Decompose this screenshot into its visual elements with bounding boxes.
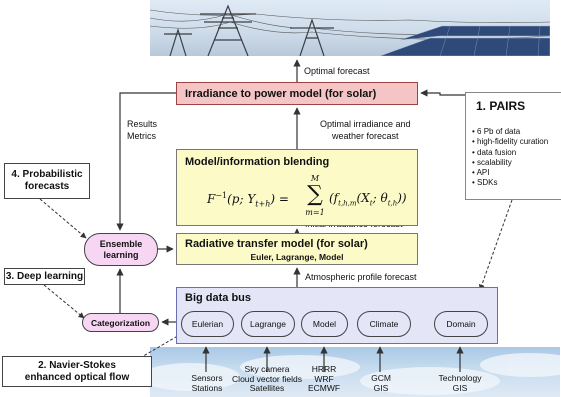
list-item: data fusion xyxy=(472,148,548,158)
probabilistic-callout-arrow xyxy=(39,198,87,239)
list-item: 6 Pb of data xyxy=(472,127,548,137)
results-loop-arrow xyxy=(116,92,176,231)
blending-formula: F−1(p; Yt+h) = M ∑ m=1 (ft,h,m(Xt; θt,h)… xyxy=(207,174,407,217)
model-blending-title: Model/information blending xyxy=(185,156,330,168)
bus-pill-eulerian: Eulerian xyxy=(181,311,234,337)
irradiance-to-power-box: Irradiance to power model (for solar) xyxy=(176,82,418,105)
deep-learning-callout: 3. Deep learning xyxy=(4,268,85,285)
model-blending-box: Model/information blending F−1(p; Yt+h) … xyxy=(176,149,418,226)
list-item: high-fidelity curation xyxy=(472,137,548,147)
optimal-forecast-label: Optimal forecast xyxy=(304,66,370,76)
bus-pill-model: Model xyxy=(301,311,348,337)
big-data-bus-title: Big data bus xyxy=(185,292,252,304)
pairs-list: 6 Pb of data high-fidelity curation data… xyxy=(472,127,549,189)
power-lines-solar-photo xyxy=(150,0,550,56)
radiative-transfer-box: Radiative transfer model (for solar) Eul… xyxy=(176,233,418,265)
bus-pill-climate: Climate xyxy=(357,311,411,337)
pairs-box: 1. PAIRS 6 Pb of data high-fidelity cura… xyxy=(465,92,561,200)
bus-pill-lagrange: Lagrange xyxy=(241,311,295,337)
radiative-transfer-subtitle: Euler, Lagrange, Model xyxy=(250,252,344,262)
bus-pill-domain: Domain xyxy=(434,311,488,337)
pairs-callout-arrow xyxy=(478,199,513,291)
atmospheric-profile-label: Atmospheric profile forecast xyxy=(305,272,417,282)
big-data-bus-box: Big data bus Eulerian Lagrange Model Cli… xyxy=(176,287,498,344)
cloud-sky-photo xyxy=(150,347,560,397)
categorization-pill: Categorization xyxy=(82,313,159,332)
pairs-to-irr-arrow xyxy=(420,89,465,97)
list-item: scalability xyxy=(472,158,548,168)
list-item: API xyxy=(472,168,548,178)
radiative-transfer-title: Radiative transfer model (for solar) xyxy=(185,238,368,250)
list-item: SDKs xyxy=(472,178,548,188)
deep-learning-callout-arrow xyxy=(43,284,85,319)
pairs-title: 1. PAIRS xyxy=(476,99,526,113)
